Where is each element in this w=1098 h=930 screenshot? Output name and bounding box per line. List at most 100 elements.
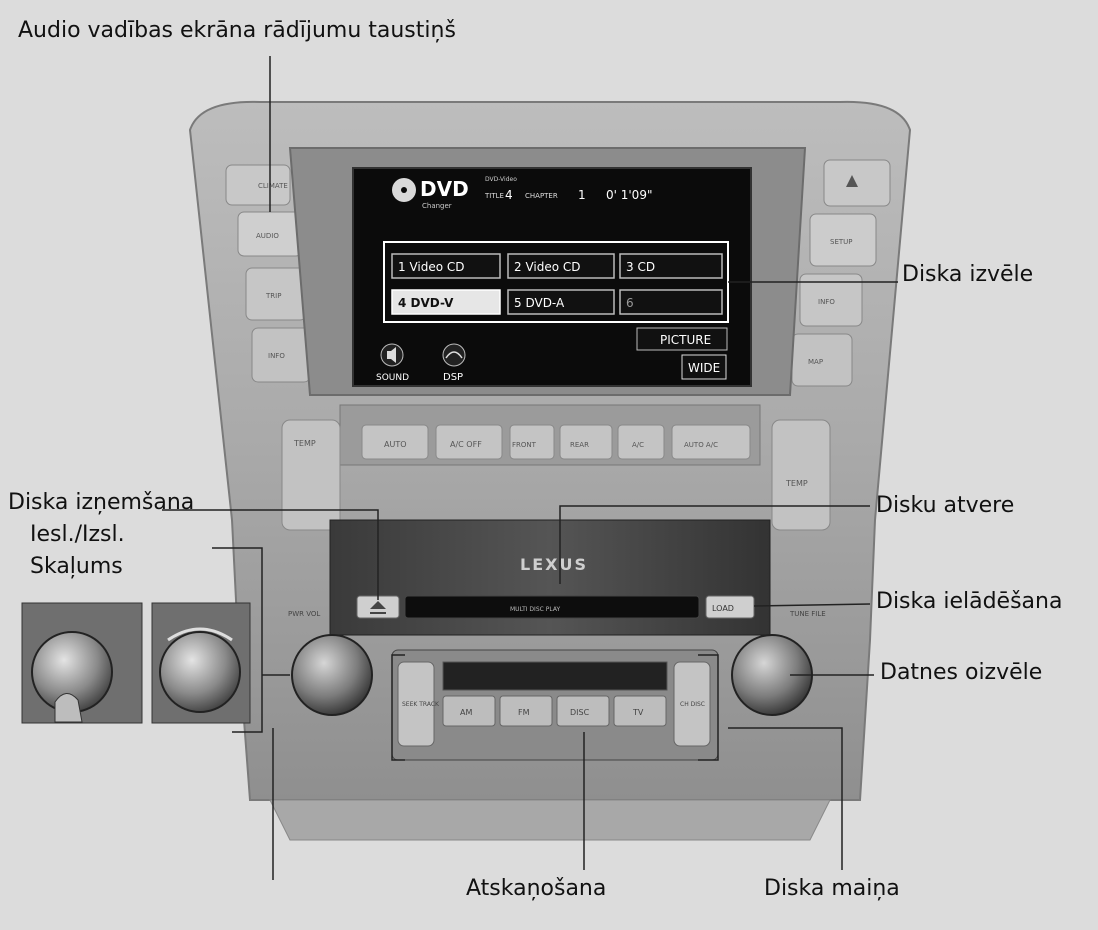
climate-button-4[interactable] xyxy=(559,424,613,460)
disc-change-label: CH DISC xyxy=(680,701,705,708)
left-button-text-1: CLIMATE xyxy=(258,182,288,190)
load-button-label: LOAD xyxy=(712,604,734,613)
right-side-buttons: SETUP INFO MAP xyxy=(791,159,891,387)
left-knob-label: PWR VOL xyxy=(288,610,320,618)
right-button-text-2: SETUP xyxy=(830,238,853,246)
dsp-button[interactable] xyxy=(442,343,466,367)
disc-label-6: 6 xyxy=(626,296,634,310)
power-volume-knob[interactable] xyxy=(291,634,373,716)
screen-title-number: 4 xyxy=(505,188,513,202)
left-button-1[interactable] xyxy=(225,164,291,206)
disc-slot-text: MULTI DISC PLAY xyxy=(510,606,560,613)
climate-button-5[interactable] xyxy=(617,424,665,460)
rotate-arrow-icon xyxy=(167,627,233,642)
person-icon xyxy=(846,175,858,187)
audio-mini-display xyxy=(442,661,668,691)
right-button-2[interactable] xyxy=(809,213,877,267)
disc-button-2[interactable] xyxy=(507,253,615,279)
climate-button-6[interactable] xyxy=(671,424,751,460)
finger-press-icon xyxy=(54,693,83,723)
callout-disc-load: Diska ielādēšana xyxy=(876,589,1063,614)
screen-chapter-number: 1 xyxy=(578,188,586,202)
disc-button-3[interactable] xyxy=(619,253,723,279)
climate-label-3: FRONT xyxy=(512,441,537,449)
climate-button-3[interactable] xyxy=(509,424,555,460)
left-button-text-3: TRIP xyxy=(265,292,281,300)
screen-title-label: TITLE xyxy=(484,192,504,200)
eject-icon xyxy=(370,601,386,614)
climate-button-2[interactable] xyxy=(435,424,503,460)
fm-button[interactable] xyxy=(499,695,553,727)
callout-lines xyxy=(162,56,898,880)
left-side-buttons: CLIMATE AUDIO TRIP INFO xyxy=(225,164,311,383)
seek-track-label: SEEK TRACK xyxy=(402,701,440,708)
climate-label-6: AUTO A/C xyxy=(684,441,718,449)
load-button[interactable] xyxy=(705,595,755,619)
source-label-disc: DISC xyxy=(570,708,590,717)
right-button-3[interactable] xyxy=(799,273,863,327)
temp-right-label: TEMP xyxy=(785,479,808,488)
temp-right-rocker[interactable] xyxy=(771,419,831,531)
disc-button-6[interactable] xyxy=(619,289,723,315)
right-button-1[interactable] xyxy=(823,159,891,207)
inset-knob-turn xyxy=(151,602,251,724)
disc-label-1: 1 Video CD xyxy=(398,260,465,274)
right-button-text-4: MAP xyxy=(808,358,823,366)
disc-button-4[interactable] xyxy=(391,289,501,315)
temp-left-rocker[interactable] xyxy=(281,419,341,531)
source-label-tv: TV xyxy=(632,708,644,717)
callout-power-onoff: Iesl./Izsl. xyxy=(30,522,125,547)
disc-label-2: 2 Video CD xyxy=(514,260,581,274)
dsp-button-label: DSP xyxy=(443,372,463,383)
screen-mode: DVD-Video xyxy=(485,176,517,183)
inset-knob-press xyxy=(21,602,143,724)
am-button[interactable] xyxy=(442,695,496,727)
disc-slot[interactable] xyxy=(404,595,700,619)
disc-play-button[interactable] xyxy=(556,695,610,727)
callout-volume: Skaļums xyxy=(30,554,123,579)
callout-disc-eject: Diska izņemšana xyxy=(8,490,195,515)
picture-button[interactable] xyxy=(636,327,728,351)
climate-label-4: REAR xyxy=(570,441,589,449)
disc-button-5[interactable] xyxy=(507,289,615,315)
sound-button-label: SOUND xyxy=(376,373,409,383)
seek-track-rocker[interactable] xyxy=(397,661,435,747)
disc-button-1[interactable] xyxy=(391,253,501,279)
climate-label-5: A/C xyxy=(632,441,644,449)
left-button-text-4: INFO xyxy=(268,352,285,360)
source-label-fm: FM xyxy=(518,708,530,717)
wide-button[interactable] xyxy=(681,354,727,380)
callout-disc-change: Diska maiņa xyxy=(764,876,900,901)
brand-logo: LEXUS xyxy=(520,555,588,574)
callout-playback: Atskaņošana xyxy=(466,876,607,901)
screen-chapter-label: CHAPTER xyxy=(525,192,558,200)
climate-buttons: AUTO A/C OFF FRONT REAR A/C AUTO A/C xyxy=(361,424,751,460)
tv-button[interactable] xyxy=(613,695,667,727)
disc-label-3: 3 CD xyxy=(626,260,655,274)
right-button-text-3: INFO xyxy=(818,298,835,306)
right-knob-label: TUNE FILE xyxy=(789,610,826,618)
left-button-text-2: AUDIO xyxy=(256,232,279,240)
climate-button-1[interactable] xyxy=(361,424,429,460)
callout-disc-select: Diska izvēle xyxy=(902,262,1034,287)
disc-label-5: 5 DVD-A xyxy=(514,296,565,310)
screen-time: 0' 1'09" xyxy=(606,188,652,202)
climate-label-1: AUTO xyxy=(384,440,407,449)
screen-source: DVD xyxy=(420,177,469,201)
source-label-am: AM xyxy=(460,708,472,717)
callout-disc-slot: Disku atvere xyxy=(876,493,1015,518)
screen-source-sub: Changer xyxy=(422,202,452,210)
disc-change-rocker[interactable] xyxy=(673,661,711,747)
callout-file-select: Datnes oizvēle xyxy=(880,660,1043,685)
speaker-icon xyxy=(387,347,396,363)
wide-button-label: WIDE xyxy=(688,361,720,375)
dsp-icon xyxy=(445,351,463,359)
climate-label-2: A/C OFF xyxy=(450,440,482,449)
temp-left-label: TEMP xyxy=(293,439,316,448)
picture-button-label: PICTURE xyxy=(660,333,711,347)
disc-label-4: 4 DVD-V xyxy=(398,296,454,310)
callout-audio-display-button: Audio vadības ekrāna rādījumu taustiņš xyxy=(18,18,456,43)
disc-buttons: 1 Video CD 2 Video CD 3 CD 4 DVD-V 5 DVD… xyxy=(391,253,723,315)
